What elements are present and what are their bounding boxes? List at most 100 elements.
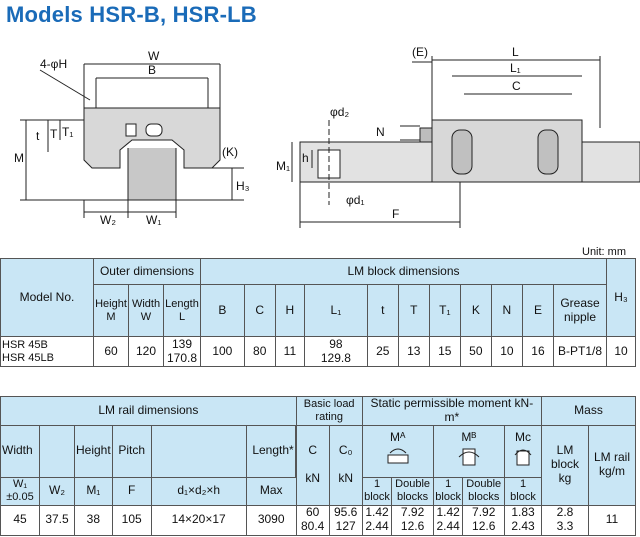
basic-load-header: Basic load rating: [295, 396, 363, 426]
C-cell: 80: [243, 336, 276, 367]
rail-dimensions-header: LM rail dimensions: [0, 396, 297, 426]
W1-cell: 45: [0, 504, 40, 536]
label-H3: H₃: [236, 179, 250, 193]
MB-moment-icon: [458, 448, 480, 466]
H3-cell: 10: [606, 336, 636, 367]
d1d2h-header: d₁×d₂×h: [150, 476, 247, 506]
block-dimensions-header: LM block dimensions: [200, 258, 607, 285]
M-cell: 60: [93, 336, 129, 367]
label-W2: W₂: [100, 213, 116, 227]
label-W1: W₁: [146, 213, 161, 227]
label-C: C: [512, 79, 521, 93]
mass-header: Mass: [541, 396, 636, 426]
E-cell: 16: [521, 336, 555, 367]
N-cell: 10: [490, 336, 523, 367]
label-K: (K): [222, 145, 238, 159]
MA-1block-header: 1 block: [361, 476, 393, 506]
label-holes: 4-φH: [40, 57, 67, 71]
d1d2h-cell: 14×20×17: [150, 504, 247, 536]
col-B-header: B: [200, 284, 245, 337]
label-F: F: [392, 207, 399, 221]
rail-mass-cell: 11: [588, 504, 636, 536]
MC-header: Mᴄ: [504, 424, 542, 478]
model-no-header: Model No.: [0, 258, 94, 337]
MA-header: Mᴬ: [361, 424, 434, 478]
MA-double-header: Double blocks: [391, 476, 434, 506]
col-T1-header: T₁: [428, 284, 461, 337]
M1-cell: 38: [74, 504, 113, 536]
outer-dimensions-header: Outer dimensions: [93, 258, 201, 285]
label-T1: T₁: [62, 125, 73, 139]
rail-height-header: Height: [74, 424, 113, 478]
grease-cell: B-PT1/8: [553, 336, 607, 367]
MC-1block-header: 1 block: [504, 476, 542, 506]
label-M1: M₁: [276, 159, 290, 173]
F-cell: 105: [111, 504, 152, 536]
block-dimensions-table: Model No. Outer dimensions LM block dime…: [0, 258, 636, 367]
H-cell: 11: [274, 336, 306, 367]
col-T-header: T: [397, 284, 430, 337]
K-cell: 50: [459, 336, 492, 367]
label-t: t: [36, 129, 40, 143]
col-H-header: H: [274, 284, 306, 337]
MC-moment-icon: [514, 449, 532, 466]
col-C-header: C: [243, 284, 276, 337]
t-cell: 25: [366, 336, 399, 367]
page-title: Models HSR-B, HSR-LB: [6, 2, 257, 27]
label-h: h: [302, 151, 309, 165]
W1-header: W₁±0.05: [0, 476, 40, 506]
T1-cell: 15: [428, 336, 461, 367]
width-header: Width: [0, 424, 40, 478]
label-M: M: [14, 151, 24, 165]
label-L: L: [512, 45, 519, 59]
F-header: F: [111, 476, 152, 506]
unit-label: Unit: mm: [582, 246, 626, 258]
technical-drawing: 4-φH W B T T₁ t M (K) H₃ W₂ W₁ (E) L L₁ …: [14, 45, 640, 228]
h3-header: H₃: [606, 258, 636, 337]
MB-header: Mᴮ: [432, 424, 506, 478]
label-E: (E): [412, 45, 428, 59]
W2-header: W₂: [39, 476, 75, 506]
B-cell: 100: [200, 336, 245, 367]
static-moment-header: Static permissible moment kN-m*: [361, 396, 543, 426]
label-d2: φd₂: [330, 105, 349, 119]
label-L1: L₁: [510, 61, 521, 75]
col-t-header: t: [366, 284, 399, 337]
label-N: N: [376, 125, 385, 139]
MA-moment-icon: [387, 448, 409, 464]
max-header: Max: [245, 476, 297, 506]
rail-dimensions-table: LM rail dimensions Basic load rating Sta…: [0, 396, 636, 536]
T-cell: 13: [397, 336, 430, 367]
col-K-header: K: [459, 284, 492, 337]
W-cell: 120: [128, 336, 164, 367]
col-N-header: N: [490, 284, 523, 337]
length-max-header: Length*: [245, 424, 296, 478]
max-length-cell: 3090: [245, 504, 297, 536]
label-d1: φd₁: [346, 193, 365, 207]
M1-header: M₁: [74, 476, 113, 506]
pitch-header: Pitch: [111, 424, 152, 478]
label-T: T: [50, 127, 58, 141]
W2-cell: 37.5: [39, 504, 75, 536]
label-B: B: [148, 63, 156, 77]
grease-nipple-header: Grease nipple: [553, 284, 607, 337]
